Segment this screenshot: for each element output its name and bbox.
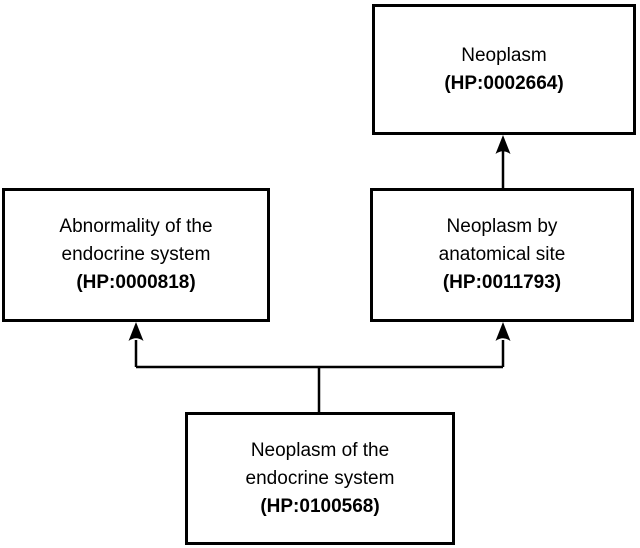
node-hpo-id: (HP:0000818) (76, 272, 196, 293)
node-label: Neoplasm (461, 44, 547, 66)
node-neoplasm-of-endocrine-system: Neoplasm of the endocrine system (HP:010… (185, 412, 455, 545)
node-hpo-id: (HP:0011793) (442, 272, 562, 293)
edge-endocrine-trunk (134, 340, 505, 412)
node-label: Neoplasm of the endocrine system (245, 439, 395, 489)
arrowhead-up-icon (128, 322, 144, 341)
node-abnormality-endocrine-system: Abnormality of the endocrine system (HP:… (2, 188, 270, 322)
node-hpo-id: (HP:0100568) (260, 495, 380, 517)
node-neoplasm-by-anatomical-site: Neoplasm by anatomical site (HP:0011793) (370, 188, 634, 322)
arrowhead-up-icon (495, 322, 511, 341)
arrowhead-up-icon (495, 135, 511, 154)
node-hpo-id: (HP:0002664) (444, 72, 564, 94)
node-label: Abnormality of the endocrine system (59, 216, 213, 265)
node-label: Neoplasm by anatomical site (438, 216, 566, 265)
node-neoplasm: Neoplasm (HP:0002664) (372, 4, 636, 135)
